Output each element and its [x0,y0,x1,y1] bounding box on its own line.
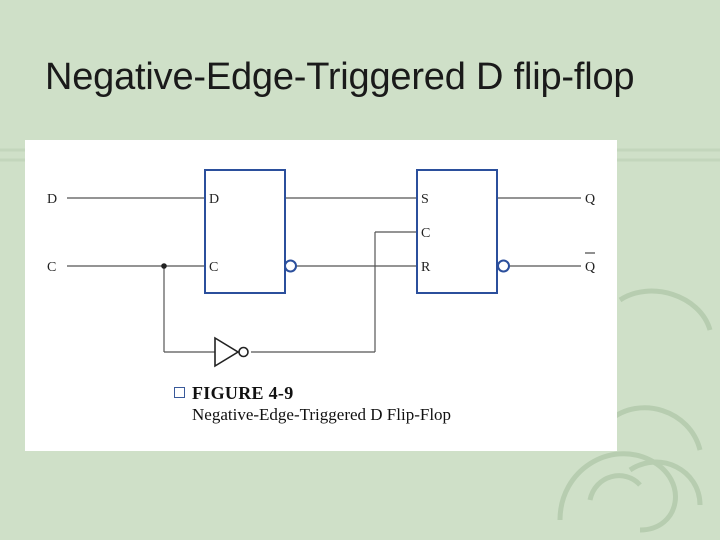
inversion-bubble-icon [284,259,297,273]
sr-c-pin-label: C [421,226,430,241]
figure-caption: Negative-Edge-Triggered D Flip-Flop [192,405,452,424]
inverter-icon [214,336,240,368]
latch-c-pin-label: C [209,260,218,275]
inversion-bubble-icon [497,259,510,273]
swirl-ornament-icon [557,288,713,533]
sr-flipflop-block [416,169,498,294]
input-d-label: D [47,192,57,207]
inverter-bubble [238,346,249,358]
output-q-bar-label: Q [585,260,595,275]
flip-flop-diagram: D C D C S C R Q Q [47,169,595,368]
d-latch-block [204,169,286,294]
latch-d-pin-label: D [209,192,219,207]
input-c-label: C [47,260,56,275]
caption-bullet-icon [174,387,185,398]
sr-s-pin-label: S [421,192,429,207]
figure-panel: D C D C S C R Q Q FIGURE 4-9 Negative-Ed… [25,140,617,451]
sr-r-pin-label: R [421,260,431,275]
slide-title: Negative-Edge-Triggered D flip-flop [45,56,635,98]
output-q-label: Q [585,192,595,207]
figure-number: FIGURE 4-9 [192,383,294,403]
junction-dot [161,263,167,269]
